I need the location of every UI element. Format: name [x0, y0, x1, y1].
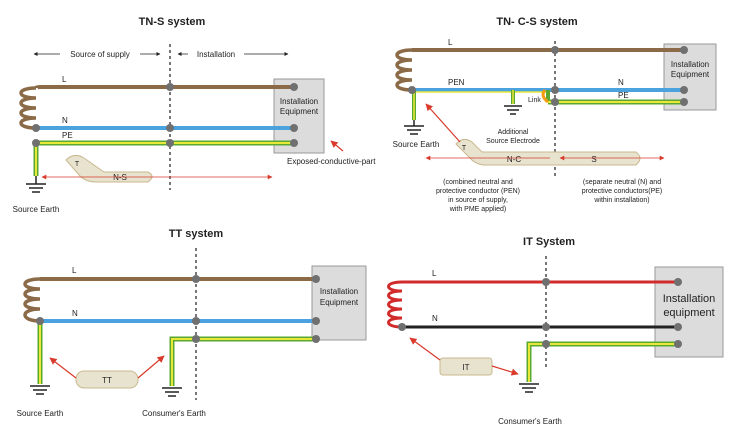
- tns-line-L: [34, 85, 294, 90]
- svg-text:(separate neutral (N) and: (separate neutral (N) and: [583, 179, 661, 186]
- tncs-additional-electrode-ground-icon: [504, 105, 522, 115]
- tncs-NC-label: N-C: [507, 155, 521, 164]
- tt-box-label-2: Equipment: [320, 298, 359, 307]
- tncs-box-label-2: Equipment: [671, 70, 710, 79]
- tns-N-label: N: [62, 116, 68, 125]
- tncs-earth-arrow: [425, 103, 461, 143]
- tncs-PE-label: PE: [618, 91, 629, 100]
- tns-source-earth-ground-icon: [26, 176, 46, 193]
- it-title: IT System: [523, 236, 575, 248]
- tns-exposed-arrow: [330, 140, 344, 152]
- tt-installation-box: [311, 265, 367, 341]
- tt-transformer-coil: [23, 277, 41, 323]
- tt-source-earth-ground-icon: [30, 385, 50, 395]
- it-transformer-coil: [387, 280, 403, 329]
- svg-text:protective conductor (PEN): protective conductor (PEN): [436, 188, 520, 195]
- svg-text:(combined neutral and: (combined neutral and: [443, 179, 513, 186]
- it-arrow-right: [491, 365, 519, 376]
- it-box-label-2: equipment: [663, 307, 714, 319]
- tt-title: TT system: [169, 228, 224, 240]
- tt-source-earth-label: Source Earth: [17, 409, 64, 418]
- it-box-label-1: Installation: [663, 293, 716, 305]
- tns-PE-label: PE: [62, 131, 73, 140]
- tt-consumer-earth-ground-icon: [162, 387, 182, 397]
- tncs-S-label: S: [591, 155, 596, 164]
- it-arrow-left: [409, 337, 441, 361]
- svg-text:within installation): within installation): [593, 197, 649, 204]
- tns-L-label: L: [62, 75, 67, 84]
- tns-box-label-1: Installation: [280, 97, 318, 106]
- it-IT-label: IT: [462, 363, 469, 372]
- tns-box-label-2: Equipment: [280, 107, 319, 116]
- tt-consumer-earth-wire: [169, 336, 316, 386]
- tncs-caption-right: (separate neutral (N) and protective con…: [582, 179, 663, 204]
- tns-panel: TN-S system Source of supply Installatio…: [13, 16, 377, 214]
- tncs-link-label: Link: [528, 97, 541, 104]
- tncs-nodes: [408, 46, 688, 106]
- tt-N-label: N: [72, 309, 78, 318]
- tt-arrow-right: [137, 355, 165, 379]
- tns-source-of-supply-label: Source of supply: [70, 50, 130, 59]
- tns-pill-shape: [65, 154, 153, 183]
- svg-text:in source of supply,: in source of supply,: [448, 197, 508, 204]
- tncs-box-label-1: Installation: [671, 60, 709, 69]
- tt-nodes: [36, 275, 320, 343]
- tncs-panel: TN- C-S system Installation Equipment L …: [393, 16, 717, 213]
- tncs-source-earth-label: Source Earth: [393, 140, 440, 149]
- tt-pill-shape: [75, 370, 139, 389]
- svg-text:with PME applied): with PME applied): [449, 206, 506, 213]
- tncs-pill-shape: [455, 138, 641, 166]
- tns-T-label: T: [75, 161, 80, 168]
- tns-title: TN-S system: [139, 16, 206, 28]
- tncs-installation-box: [663, 43, 717, 111]
- tncs-PEN-label: PEN: [448, 78, 465, 87]
- it-N-label: N: [432, 314, 438, 323]
- tncs-link-icon: [541, 89, 549, 104]
- it-L-label: L: [432, 269, 437, 278]
- tncs-transformer-coil: [395, 48, 413, 92]
- tncs-additional-label-1: Additional: [498, 129, 529, 136]
- tns-source-earth-label: Source Earth: [13, 205, 60, 214]
- tncs-title: TN- C-S system: [496, 16, 578, 28]
- tncs-additional-label-2: Source Electrode: [486, 138, 540, 145]
- it-consumer-earth-label: Consumer's Earth: [498, 417, 562, 426]
- svg-text:protective conductors(PE): protective conductors(PE): [582, 188, 663, 195]
- tt-TT-label: TT: [102, 376, 112, 385]
- tns-transformer-coil: [19, 86, 37, 130]
- tns-exposed-label: Exposed-conductive-part: [287, 157, 376, 166]
- it-consumer-earth-ground-icon: [519, 383, 539, 393]
- it-panel: IT System Installation equipment L N Con…: [387, 236, 724, 426]
- tt-panel: TT system Installation Equipment L N Sou…: [17, 228, 367, 418]
- tt-L-label: L: [72, 266, 77, 275]
- tns-installation-label: Installation: [197, 50, 235, 59]
- tt-arrow-left: [49, 357, 77, 379]
- tncs-T-label: T: [462, 145, 467, 152]
- tncs-L-label: L: [448, 38, 453, 47]
- tt-consumer-earth-label: Consumer's Earth: [142, 409, 206, 418]
- tncs-N-label: N: [618, 78, 624, 87]
- tns-nodes: [32, 83, 298, 147]
- it-nodes: [398, 278, 682, 348]
- tt-box-label-1: Installation: [320, 287, 358, 296]
- tns-NS-label: N-S: [113, 173, 127, 182]
- tncs-source-earth-ground-icon: [404, 120, 424, 135]
- tncs-caption-left: (combined neutral and protective conduct…: [436, 179, 520, 213]
